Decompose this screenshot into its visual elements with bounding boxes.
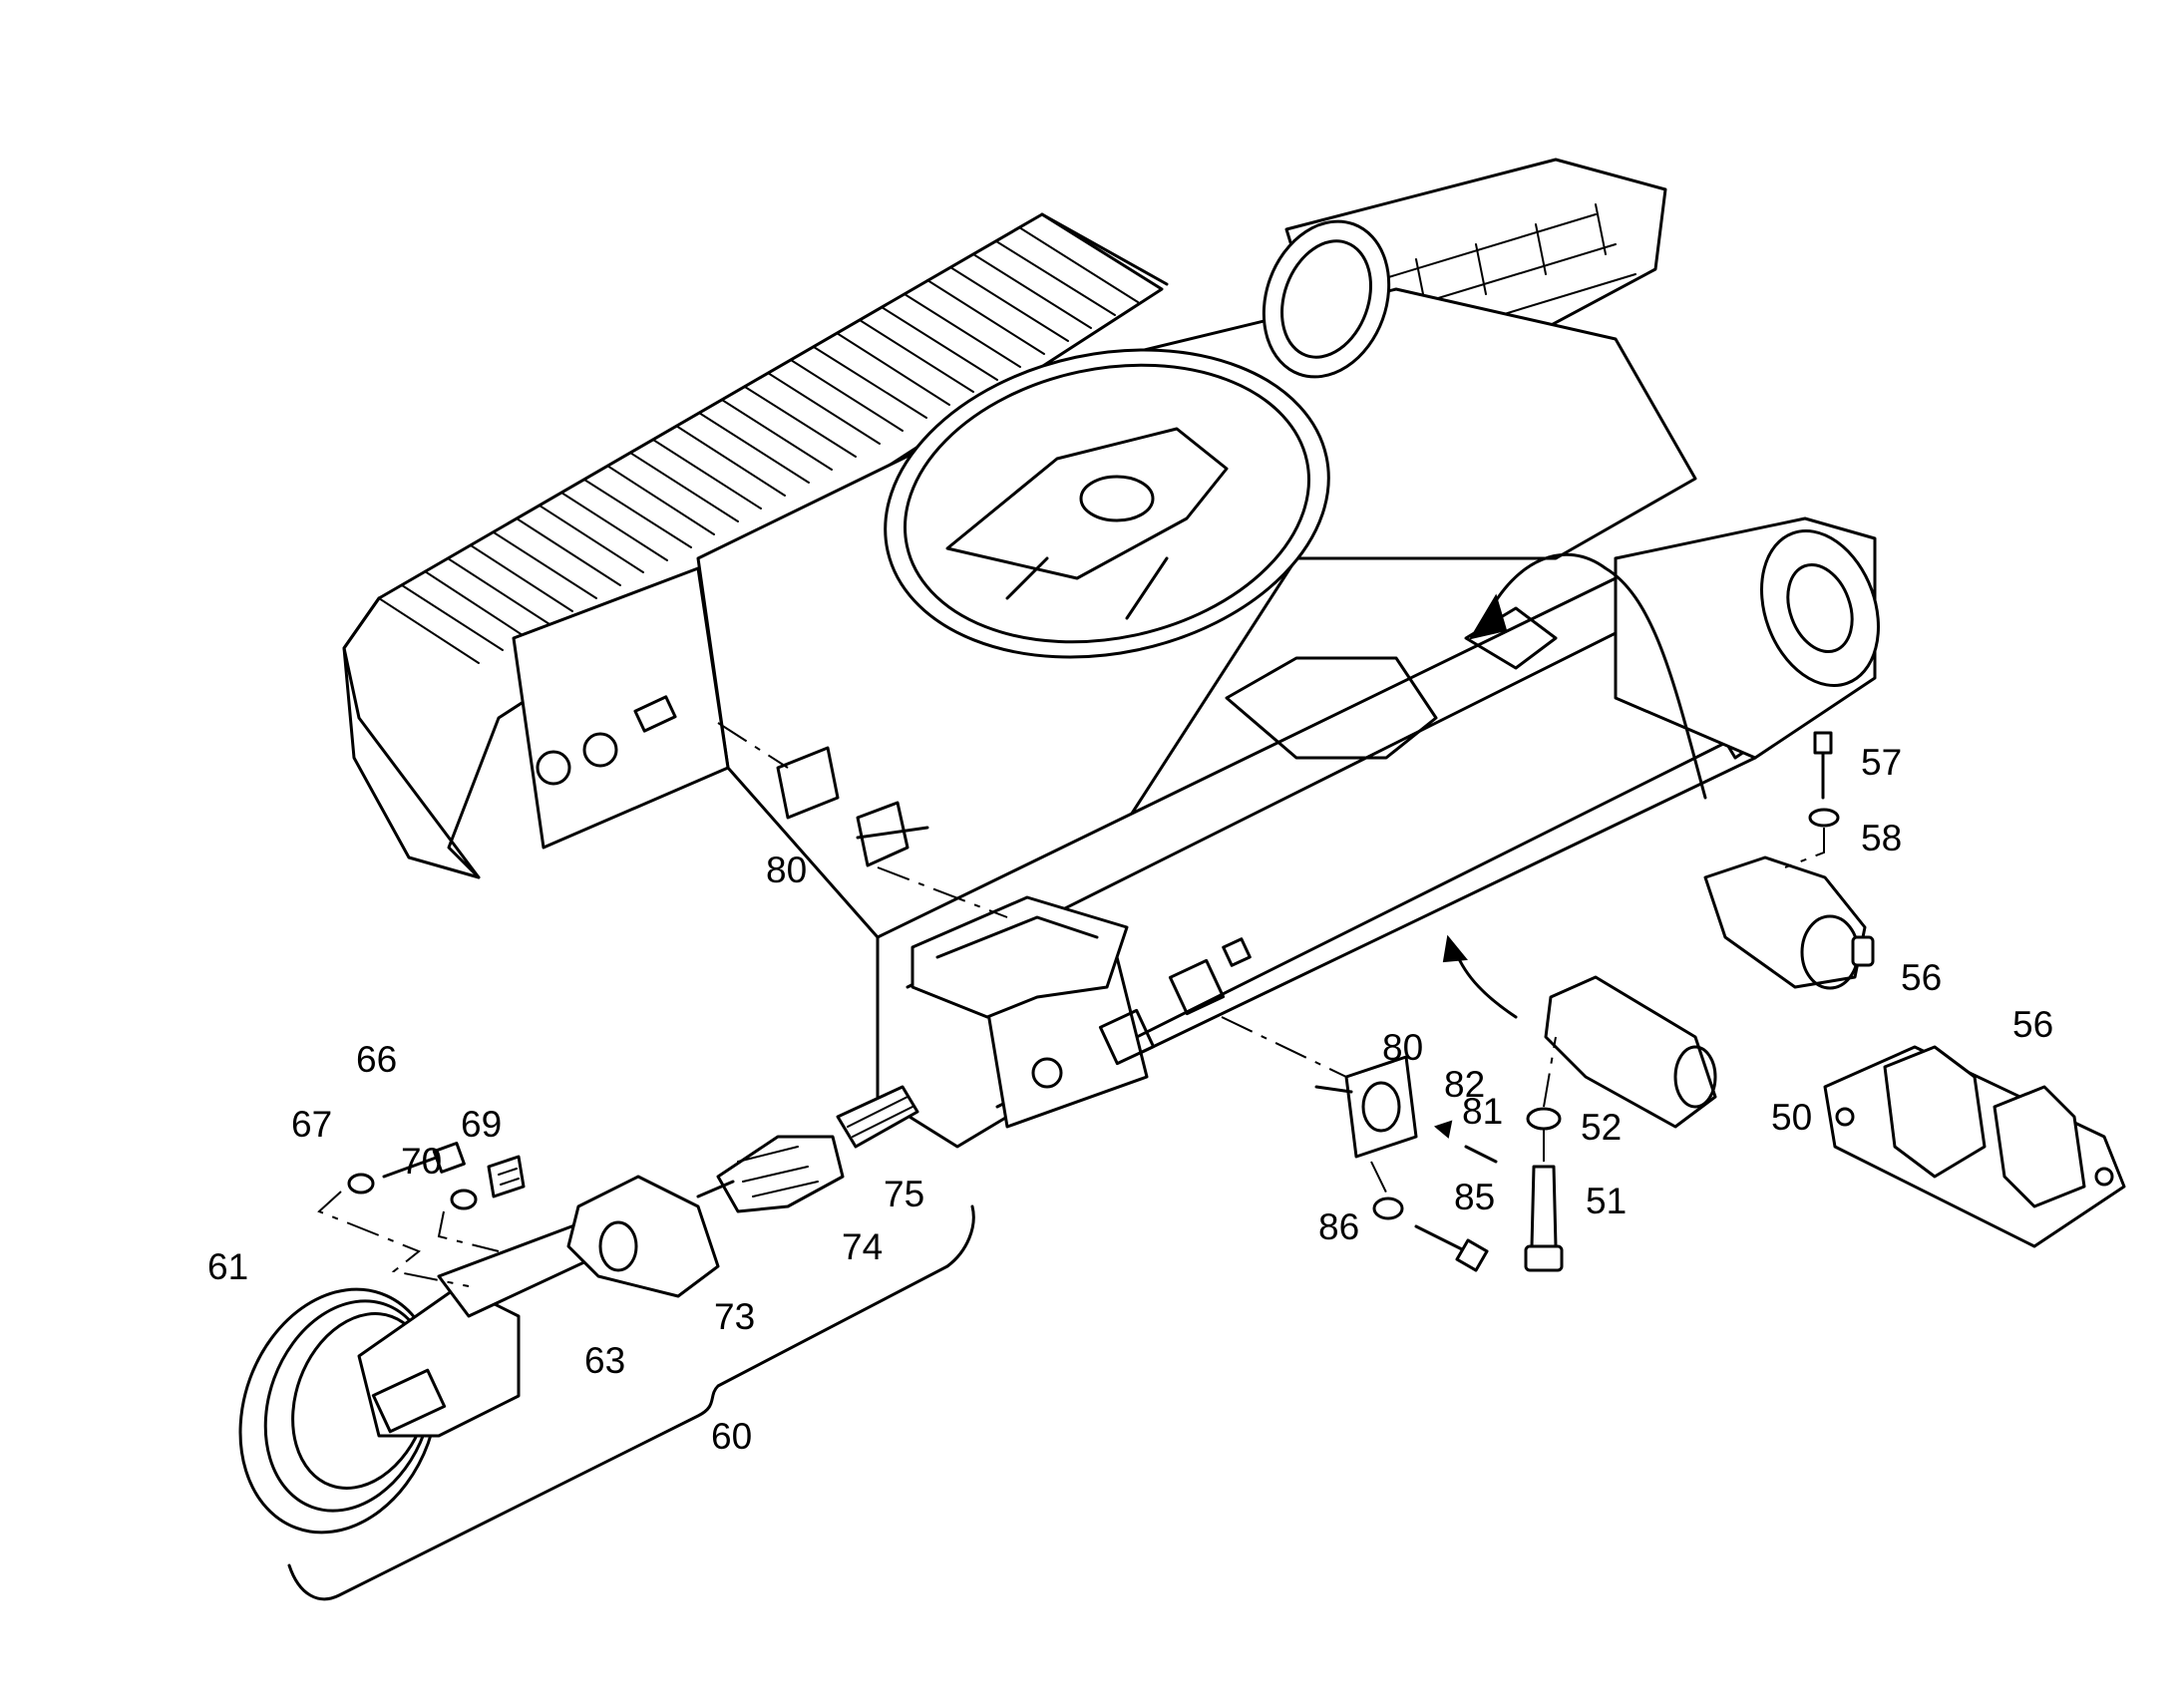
part-70-washer bbox=[450, 1189, 478, 1210]
leader-line-80-front bbox=[1221, 1016, 1347, 1078]
track-shoe-rib bbox=[859, 319, 974, 393]
callout-61: 61 bbox=[207, 1246, 248, 1287]
callout-85: 85 bbox=[1454, 1177, 1495, 1217]
callout-69: 69 bbox=[461, 1104, 502, 1145]
track-shoe-rib bbox=[995, 240, 1116, 316]
callout-63: 63 bbox=[584, 1340, 625, 1381]
track-shoe-rib bbox=[767, 372, 881, 445]
installation-arrow-small bbox=[1442, 934, 1518, 1019]
callout-82: 82 bbox=[1444, 1064, 1485, 1105]
drive-sprocket bbox=[1262, 219, 1391, 379]
callout-86: 86 bbox=[1318, 1206, 1359, 1247]
track-shoe-rib bbox=[698, 412, 810, 484]
callout-52: 52 bbox=[1581, 1107, 1622, 1148]
callout-80-front: 80 bbox=[1382, 1027, 1423, 1068]
track-shoe-rib bbox=[470, 544, 573, 612]
track-shoe-rib bbox=[1018, 226, 1139, 303]
part-80-rear-bracket bbox=[776, 746, 929, 867]
installation-arrow-large bbox=[1468, 552, 1707, 800]
track-shoe-rib bbox=[516, 517, 621, 586]
track-shoe-rib bbox=[424, 570, 527, 638]
callout-80-rear: 80 bbox=[766, 850, 807, 890]
part-82-nut bbox=[1433, 1120, 1453, 1139]
track-shoe-rib bbox=[652, 439, 762, 510]
part-80-front-bracket bbox=[1314, 1055, 1418, 1159]
track-shoe-rib bbox=[836, 332, 950, 406]
track-shoe-rib bbox=[629, 452, 739, 522]
callout-58: 58 bbox=[1861, 818, 1902, 858]
callout-56-roller-alt: 56 bbox=[2012, 1004, 2053, 1045]
track-shoes bbox=[378, 213, 1163, 664]
callout-66: 66 bbox=[356, 1039, 397, 1080]
leader-line-52 bbox=[1543, 1036, 1557, 1108]
part-66-bolt bbox=[382, 1141, 466, 1179]
callout-70: 70 bbox=[401, 1141, 442, 1182]
part-85-bolt bbox=[1414, 1224, 1489, 1272]
track-shoe-rib bbox=[972, 253, 1092, 329]
swing-bearing-ring bbox=[884, 348, 1330, 659]
callout-labels: 50 51 52 56 56 57 58 60 61 63 66 67 69 7… bbox=[207, 742, 2053, 1457]
part-51-bolt bbox=[1524, 1165, 1564, 1272]
track-shoe-rib bbox=[401, 584, 504, 651]
track-shoe-rib bbox=[447, 557, 550, 625]
callout-74: 74 bbox=[842, 1226, 883, 1267]
part-50-track-roller bbox=[1544, 975, 1717, 1129]
track-shoe-rib bbox=[813, 346, 927, 419]
assembly-60-bracket bbox=[287, 1204, 975, 1601]
part-58-washer bbox=[1808, 808, 1840, 828]
callout-51: 51 bbox=[1586, 1181, 1627, 1221]
track-shoe-rib bbox=[721, 399, 833, 471]
callout-73: 73 bbox=[714, 1296, 755, 1337]
part-86-washer bbox=[1372, 1196, 1404, 1220]
track-shoe-rib bbox=[539, 505, 644, 573]
track-shoe-rib bbox=[744, 386, 857, 458]
track-shoe-rib bbox=[606, 465, 715, 535]
idler-housing-end bbox=[1614, 516, 1880, 760]
track-shoe-rib bbox=[949, 266, 1069, 342]
track-shoe-rib bbox=[926, 279, 1045, 355]
track-shoe-rib bbox=[378, 597, 480, 664]
track-shoe-rib bbox=[904, 293, 1021, 368]
leader-line-70 bbox=[437, 1210, 500, 1252]
callout-60: 60 bbox=[711, 1416, 752, 1457]
leader-line-57 bbox=[1784, 828, 1825, 868]
part-67-washer bbox=[347, 1173, 375, 1195]
callout-67: 67 bbox=[291, 1104, 332, 1145]
part-56-roller-alt bbox=[1823, 1045, 2126, 1248]
track-shoe-rib bbox=[675, 425, 786, 497]
callout-57: 57 bbox=[1861, 742, 1902, 783]
part-56-carrier-roller bbox=[1703, 855, 1875, 990]
callout-56-roller: 56 bbox=[1901, 957, 1942, 998]
leader-line-67 bbox=[317, 1191, 470, 1287]
part-69-grease-fitting bbox=[487, 1155, 526, 1198]
part-81-bolt bbox=[1464, 1145, 1498, 1164]
track-shoe-rib bbox=[583, 479, 692, 548]
part-52-washer bbox=[1526, 1107, 1562, 1131]
leader-line-80-rear-upper bbox=[717, 722, 789, 769]
callout-50: 50 bbox=[1771, 1097, 1812, 1138]
leader-line-80-rear bbox=[877, 866, 1008, 918]
leader-line-86 bbox=[1370, 1161, 1389, 1197]
part-74-spring bbox=[696, 1135, 845, 1213]
callout-75: 75 bbox=[884, 1174, 924, 1214]
part-73-bracket bbox=[566, 1175, 720, 1298]
part-75-spring bbox=[836, 1085, 919, 1149]
track-shoe-rib bbox=[560, 492, 668, 561]
track-shoe-rib bbox=[790, 359, 904, 432]
part-57-bolt bbox=[1813, 731, 1833, 800]
callout-81: 81 bbox=[1462, 1091, 1503, 1132]
crawler-track bbox=[342, 212, 1169, 879]
track-shoe-rib bbox=[493, 531, 597, 599]
track-shoe-rib bbox=[881, 306, 998, 381]
